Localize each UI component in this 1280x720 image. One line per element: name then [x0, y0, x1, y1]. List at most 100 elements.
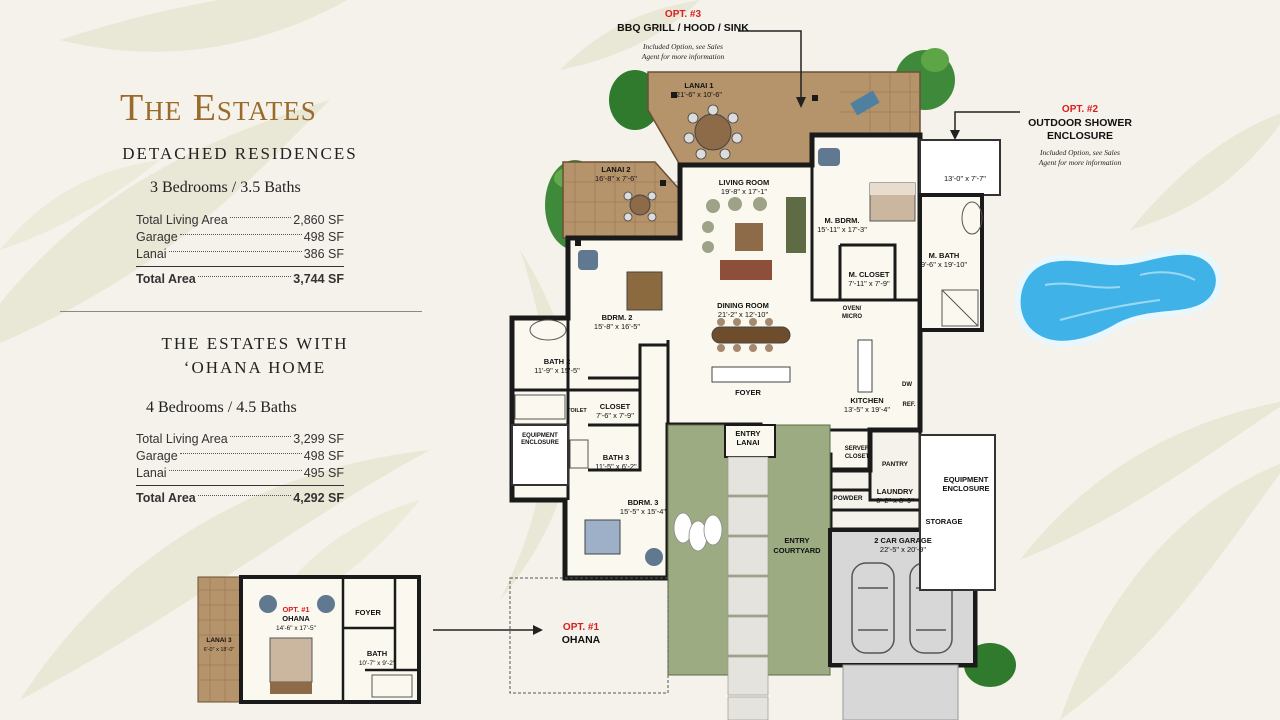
opt3-tag: OPT. #3	[665, 9, 702, 20]
structural-posts	[575, 92, 818, 246]
ohana-version-title-1: THE ESTATES WITH	[161, 334, 349, 353]
bath2-label: BATH 2	[544, 357, 571, 366]
laundry-dim: 6'-2" x 8'-9"	[876, 496, 914, 505]
ohana-version-beds: 4 Bedrooms / 4.5 Baths	[146, 399, 297, 416]
dw-label: DW	[902, 382, 912, 388]
kitchen-dim: 13'-5" x 19'-4"	[844, 405, 890, 414]
estates-subtitle: DETACHED RESIDENCES	[122, 144, 358, 163]
opt3-arrowhead	[796, 97, 806, 108]
bdrm2-dim: 15'-8" x 16'-5"	[594, 322, 640, 331]
ohana-inset-opt-tag: OPT. #1	[282, 605, 309, 614]
oven-label-1: OVEN/	[843, 306, 862, 312]
ohana-inset-foyer: FOYER	[355, 608, 381, 617]
dining-label: DINING ROOM	[717, 301, 769, 310]
section-divider	[60, 311, 422, 312]
opt2-leader	[954, 111, 1020, 132]
garage-dim: 22'-5" x 20'-9"	[880, 545, 926, 554]
bath-fixtures	[514, 201, 983, 469]
driveway	[842, 664, 959, 720]
info-panel: The Estates DETACHED RESIDENCES 3 Bedroo…	[0, 0, 430, 720]
lanai2-dim: 16'-8" x 7'-6"	[595, 174, 637, 183]
storage-label: STORAGE	[926, 517, 963, 526]
ohana-inset-bath: BATH	[367, 649, 387, 658]
powder-label: POWDER	[833, 495, 863, 502]
opt2-arrowhead	[950, 130, 960, 140]
opt1-name: OHANA	[562, 634, 601, 646]
lanai1-label: LANAI 1	[684, 81, 713, 90]
ohana-inset-plan	[197, 575, 421, 704]
mbath-dim: 9'-6" x 19'-10"	[921, 260, 967, 269]
equip2-label-1: EQUIPMENT	[944, 475, 989, 484]
mbdrm-label: M. BDRM.	[825, 216, 860, 225]
entry-lanai-label-1: ENTRY	[735, 429, 760, 438]
mcloset-dim: 7'-11" x 7'-9"	[848, 279, 890, 288]
server-label-1: SERVER	[845, 446, 870, 452]
opt3-leader	[738, 30, 802, 100]
foyer-label: FOYER	[735, 388, 761, 397]
opt2-name-2: ENCLOSURE	[1047, 130, 1113, 142]
opt1-tag: OPT. #1	[563, 622, 600, 633]
lanai3-dim: 6'-0" x 18'-0"	[204, 647, 235, 653]
laundry-label: LAUNDRY	[877, 487, 913, 496]
ohana-version-title-2: ‘OHANA HOME	[183, 358, 327, 377]
dining-dim: 21'-2" x 12'-10"	[718, 310, 769, 319]
opt2-name-1: OUTDOOR SHOWER	[1028, 117, 1132, 129]
entry-lanai-label-2: LANAI	[737, 438, 760, 447]
toilet-label: TOILET	[567, 408, 587, 414]
bath3-dim: 11'-5" x 6'-2"	[595, 462, 637, 471]
master-bath-wing	[918, 193, 984, 332]
bdrm2-label: BDRM. 2	[602, 313, 633, 322]
outdoor-shower-enclosure	[919, 139, 1001, 196]
mcloset-label: M. CLOSET	[849, 270, 890, 279]
furniture	[578, 90, 916, 566]
bath3-label: BATH 3	[603, 453, 630, 462]
opt2-note-2: Agent for more information	[1038, 158, 1122, 167]
opt3-name: BBQ GRILL / HOOD / SINK	[617, 22, 749, 34]
living-label: LIVING ROOM	[719, 178, 769, 187]
equipment-enclosure-right	[919, 434, 996, 591]
oven-label-2: MICRO	[842, 314, 862, 320]
mbath-label: M. BATH	[929, 251, 960, 260]
stepping-stones	[727, 456, 769, 720]
courtyard-planters	[673, 512, 723, 552]
courtyard-label-2: COURTYARD	[773, 546, 821, 555]
lanai2-label: LANAI 2	[601, 165, 630, 174]
opt3-note-2: Agent for more information	[641, 52, 725, 61]
cars	[851, 562, 953, 654]
ohana-inset-bath-dim: 10'-7" x 9'-2"	[359, 660, 396, 667]
mbdrm-dim: 15'-11" x 17'-3"	[817, 225, 867, 234]
closet-label: CLOSET	[600, 402, 631, 411]
bath2-dim: 11'-9" x 15'-5"	[534, 366, 580, 375]
pool	[1014, 248, 1222, 347]
equip2-label-2: ENCLOSURE	[942, 484, 989, 493]
page-title: The Estates	[120, 87, 317, 129]
estates-beds: 3 Bedrooms / 3.5 Baths	[150, 179, 301, 196]
server-label-2: CLOSET	[845, 454, 870, 460]
garage-label: 2 CAR GARAGE	[874, 536, 932, 545]
ohana-inset-name: OHANA	[282, 614, 310, 623]
bdrm3-dim: 15'-5" x 15'-4"	[620, 507, 666, 516]
equip1-label-1: EQUIPMENT	[522, 433, 558, 439]
closet-dim: 7'-6" x 7'-9"	[596, 411, 634, 420]
equip1-label-2: ENCLOSURE	[521, 440, 559, 446]
ref-label: REF.	[902, 402, 915, 408]
ohana-arrow	[433, 625, 543, 635]
living-dim: 19'-8" x 17'-1"	[721, 187, 767, 196]
lanai1-dim: 21'-6" x 10'-6"	[676, 90, 722, 99]
kitchen-label: KITCHEN	[850, 396, 883, 405]
courtyard-label-1: ENTRY	[784, 536, 809, 545]
pantry-label: PANTRY	[882, 461, 909, 468]
shower-dim: 13'-0" x 7'-7"	[944, 174, 986, 183]
